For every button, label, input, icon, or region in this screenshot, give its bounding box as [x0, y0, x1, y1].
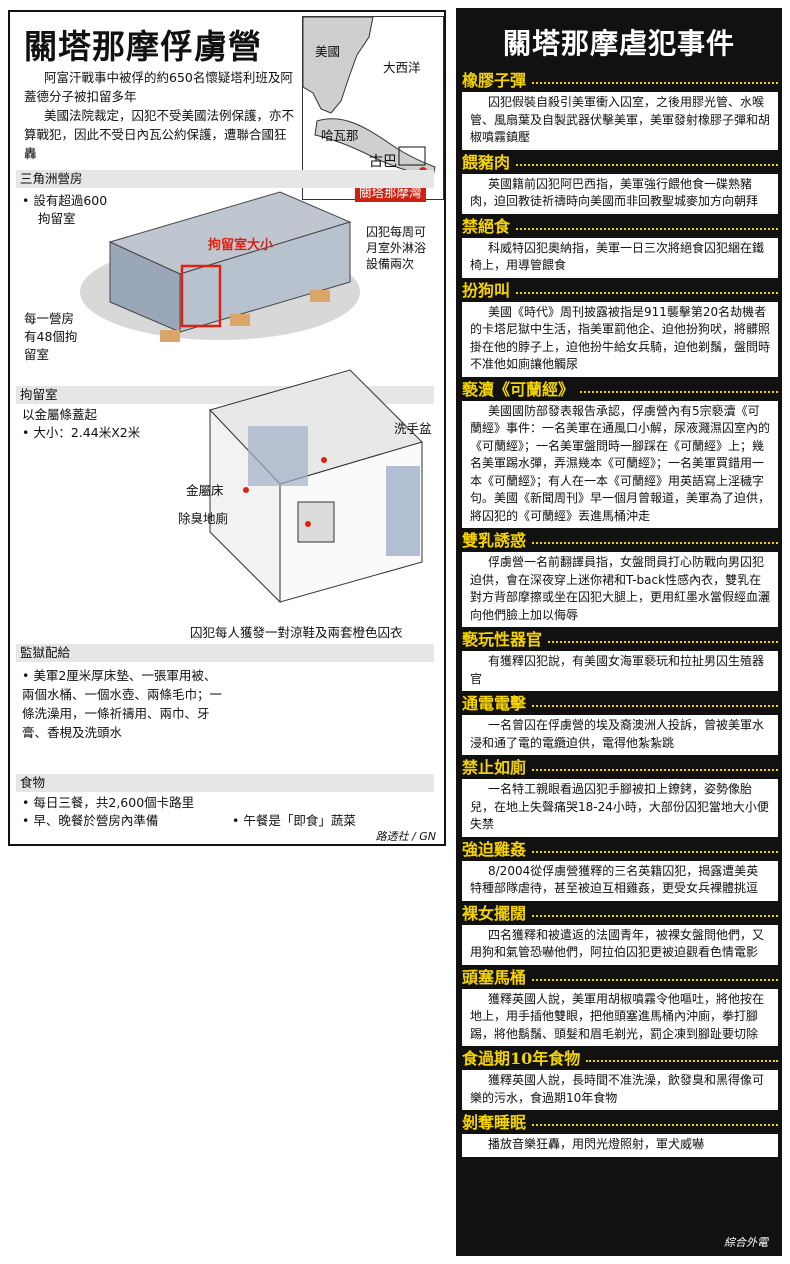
event-heading: 褻玩性器官	[462, 629, 778, 651]
dotted-divider	[532, 542, 778, 544]
left-title: 關塔那摩俘虜營	[24, 27, 262, 66]
cell-size: 大小：2.44米X2米	[22, 424, 140, 442]
event-description: 獲釋英國人說，長時間不准洗澡，飲發臭和黑得像可樂的污水，食過期10年食物	[462, 1070, 778, 1110]
event-title: 剝奪睡眠	[462, 1113, 527, 1132]
event-title: 扮狗叫	[462, 280, 511, 300]
event-heading: 裸女擺闊	[462, 903, 778, 925]
event-description: 8/2004從俘虜營獲釋的三名英籍囚犯，揭露遭美英特種部隊虐待，甚至被迫互相雞姦…	[462, 860, 778, 901]
sink-label: 洗手盆	[394, 421, 432, 436]
events-list: 橡膠子彈囚犯假裝自殺引美軍衝入囚室，之後用膠光管、水喉管、風扇葉及自製武器伏擊美…	[462, 70, 778, 1159]
cell-highlight	[180, 264, 222, 328]
dotted-divider	[548, 641, 778, 643]
event-heading: 禁絕食	[462, 216, 778, 238]
event-heading: 通電電擊	[462, 693, 778, 715]
abuse-events-panel: 關塔那摩虐犯事件 橡膠子彈囚犯假裝自殺引美軍衝入囚室，之後用膠光管、水喉管、風扇…	[456, 8, 782, 1256]
food-bullet-1: 每日三餐，共2,600個卡路里	[22, 794, 194, 812]
cell-caption: 囚犯每人獲發一對涼鞋及兩套橙色囚衣	[190, 625, 403, 640]
map-graphic	[302, 16, 443, 199]
food-header: 食物	[16, 774, 434, 792]
event-description: 播放音樂狂轟，用閃光燈照射，軍犬威嚇	[462, 1134, 778, 1157]
event-description: 囚犯假裝自殺引美軍衝入囚室，之後用膠光管、水喉管、風扇葉及自製武器伏擊美軍，美軍…	[462, 92, 778, 150]
event-description: 美國國防部發表報告承認，俘虜營內有5宗褻瀆《可蘭經》事件：一名美軍在通風口小解，…	[462, 400, 778, 528]
event-title: 食過期10年食物	[462, 1049, 581, 1068]
food-bullet-2: 早、晚餐於營房內準備	[22, 812, 158, 830]
dotted-divider	[532, 850, 778, 853]
event-heading: 食過期10年食物	[462, 1048, 778, 1070]
dotted-divider	[532, 1124, 778, 1126]
event-heading: 禁止如廁	[462, 757, 778, 779]
event-description: 四名獲釋和被遣返的法國青年，被裸女盤問他們，又用狗和氣管恐嚇他們，阿拉伯囚犯更被…	[462, 924, 778, 965]
event-title: 通電電擊	[462, 694, 527, 713]
event-description: 美國《時代》周刊披露被指是911襲擊第20名劫機者的卡塔尼獄中生活，指美軍罰他企…	[462, 301, 778, 377]
dotted-divider	[532, 914, 778, 917]
map-label-cuba: 古巴	[369, 154, 397, 170]
right-title: 關塔那摩虐犯事件	[502, 27, 735, 60]
event-description: 一名特工親眼看過囚犯手腳被扣上鐐銬，姿勢像胎兒，在地上失聲痛哭18-24小時，大…	[462, 779, 778, 837]
event-title: 褻瀆《可蘭經》	[462, 379, 575, 399]
delta-bullet: 設有超過600 拘留室	[22, 192, 107, 228]
event-heading: 雙乳誘惑	[462, 530, 778, 552]
left-infographic-panel: 關塔那摩俘虜營 阿富汗戰事中被俘的約650名懷疑塔利班及阿蓋德分子被扣留多年 美…	[8, 10, 446, 846]
supply-text: 美軍2厘米厚床墊、一張軍用被、兩個水桶、一個水壺、兩條毛巾；一條洗澡用，一條祈禱…	[22, 666, 222, 742]
dotted-divider	[516, 227, 778, 230]
event-description: 英國籍前囚犯阿巴西指，美軍強行餵他食一碟熟豬肉，迫回教徒祈禱時向美國而非回教聖城…	[462, 173, 778, 214]
dotted-divider	[532, 705, 778, 707]
dotted-divider	[586, 1060, 778, 1062]
dotted-divider	[532, 769, 778, 771]
dotted-divider	[580, 390, 778, 393]
event-heading: 頭塞馬桶	[462, 967, 778, 989]
delta-header: 三角洲營房	[16, 170, 434, 188]
dotted-divider	[532, 82, 778, 84]
map-label-usa: 美國	[315, 44, 341, 59]
event-title: 裸女擺闊	[462, 903, 527, 923]
barracks-illustration	[80, 191, 360, 342]
dotted-divider	[532, 978, 778, 981]
cell-size-label: 拘留室大小	[208, 238, 274, 253]
bed-label: 金屬床	[186, 483, 224, 498]
intro-paragraph-1: 阿富汗戰事中被俘的約650名懷疑塔利班及阿蓋德分子被扣留多年	[24, 70, 293, 104]
intro-paragraph-2: 美國法院裁定，囚犯不受美國法例保護，亦不算戰犯，因此不受日內瓦公約保護，遭聯合國…	[24, 108, 295, 161]
event-heading: 強迫雞姦	[462, 839, 778, 861]
event-heading: 橡膠子彈	[462, 70, 778, 92]
event-title: 餵豬肉	[462, 152, 511, 172]
event-title: 禁絕食	[462, 216, 511, 236]
caribbean-map: 美國 大西洋 哈瓦那 古巴 關塔那摩灣	[302, 16, 444, 202]
event-title: 強迫雞姦	[462, 839, 527, 859]
map-label-havana: 哈瓦那	[321, 128, 359, 143]
event-title: 禁止如廁	[462, 758, 527, 777]
cell-material: 以金屬條蓋起	[22, 407, 98, 422]
event-heading: 餵豬肉	[462, 152, 778, 174]
event-description: 獲釋英國人說，美軍用胡椒噴霧令他嘔吐，將他按在地上，用手插他雙眼，把他頭塞進馬桶…	[462, 988, 778, 1046]
event-title: 橡膠子彈	[462, 71, 527, 90]
supply-header: 監獄配給	[16, 644, 434, 662]
right-credit: 綜合外電	[724, 1236, 768, 1249]
shower-note: 囚犯每周可 月室外淋浴 設備兩次	[366, 225, 427, 271]
event-description: 一名曾囚在俘虜營的埃及裔澳洲人投訴，曾被美軍水浸和通了電的電纜迫供，電得他紮紮跳	[462, 715, 778, 755]
delta-bullet-text: 設有超過600	[22, 193, 107, 208]
event-description: 俘虜營一名前翻譯員指，女盤問員打心防戰向男囚犯迫供，會在深夜穿上迷你裙和T-ba…	[462, 552, 778, 627]
food-bullet-3: 午餐是「即食」蔬菜	[232, 812, 356, 830]
cell-illustration	[209, 369, 423, 604]
event-title: 褻玩性器官	[462, 630, 543, 649]
map-label-atlantic: 大西洋	[383, 60, 421, 75]
intro-text: 阿富汗戰事中被俘的約650名懷疑塔利班及阿蓋德分子被扣留多年 美國法院裁定，囚犯…	[24, 68, 298, 163]
left-credit: 路透社 / GN	[375, 830, 436, 843]
event-description: 科威特囚犯奧納指，美軍一日三次將絕食囚犯綑在鐵椅上，用導管餵食	[462, 237, 778, 278]
event-heading: 剝奪睡眠	[462, 1112, 778, 1134]
dotted-divider	[516, 163, 778, 166]
event-heading: 褻瀆《可蘭經》	[462, 379, 778, 401]
dotted-divider	[516, 291, 778, 294]
toilet-label: 除臭地廁	[178, 511, 229, 526]
block-note: 每一營房 有48個拘 留室	[24, 311, 78, 362]
delta-bullet-text-2: 拘留室	[38, 211, 76, 226]
event-title: 頭塞馬桶	[462, 967, 527, 987]
event-heading: 扮狗叫	[462, 280, 778, 302]
event-title: 雙乳誘惑	[462, 531, 527, 550]
event-description: 有獲釋囚犯說，有美國女海軍褻玩和拉扯男囚生殖器官	[462, 651, 778, 691]
